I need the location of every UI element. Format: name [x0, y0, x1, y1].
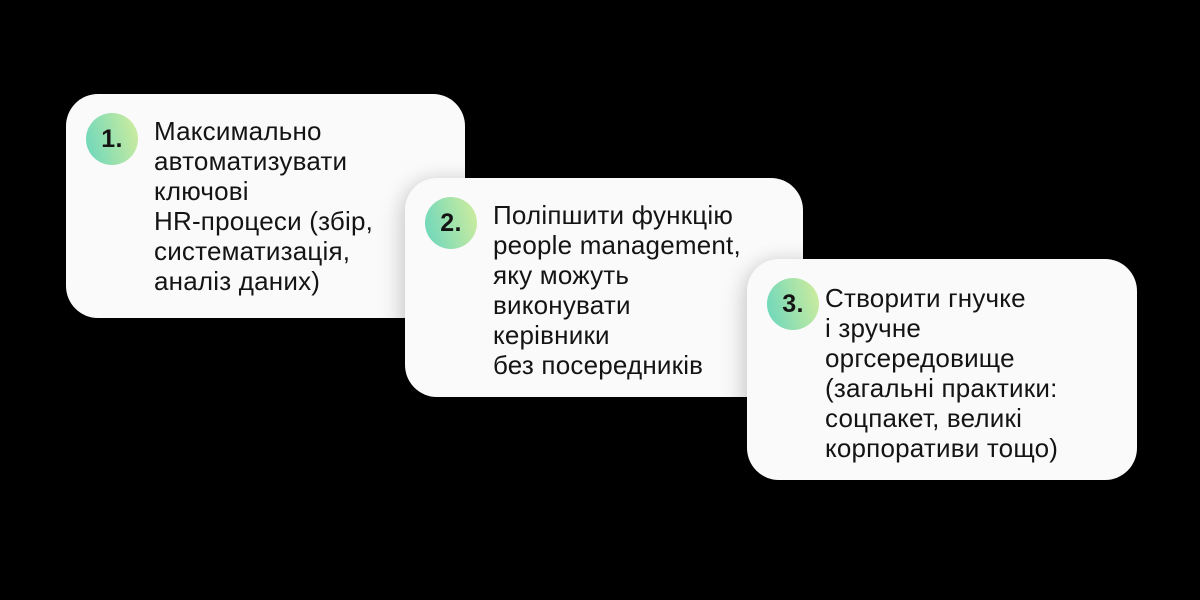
- card-3-line: Створити гнучке: [825, 283, 1026, 313]
- card-2-text: Поліпшити функцію people management, яку…: [493, 200, 789, 380]
- card-2-line: керівники: [493, 320, 610, 350]
- card-3-line: (загальні практики:: [825, 373, 1058, 403]
- card-3-text: Створити гнучке і зручне оргсередовище (…: [825, 283, 1123, 463]
- card-2-line: Поліпшити функцію: [493, 200, 734, 230]
- card-3-line: і зручне: [825, 313, 922, 343]
- card-3-line: корпоративи тощо): [825, 433, 1059, 463]
- card-1-line: систематизація,: [154, 236, 351, 266]
- card-1-line: автоматизувати: [154, 146, 348, 176]
- card-3: 3. Створити гнучке і зручне оргсередовищ…: [747, 259, 1137, 480]
- card-2-line: виконувати: [493, 290, 631, 320]
- card-2: 2. Поліпшити функцію people management, …: [405, 178, 803, 397]
- card-2-number-badge: 2.: [425, 197, 477, 249]
- card-2-line: яку можуть: [493, 260, 630, 290]
- card-1-line: HR-процеси (збір,: [154, 206, 374, 236]
- card-3-line: оргсередовище: [825, 343, 1015, 373]
- card-2-number: 2.: [440, 208, 462, 237]
- card-1-number: 1.: [101, 124, 123, 153]
- card-1: 1. Максимально автоматизувати ключові HR…: [66, 94, 465, 318]
- card-2-line: без посередників: [493, 350, 704, 380]
- card-1-line: Максимально: [154, 116, 322, 146]
- card-2-line: people management,: [493, 230, 741, 260]
- card-3-number: 3.: [782, 289, 804, 318]
- card-1-line: ключові: [154, 176, 249, 206]
- card-1-number-badge: 1.: [86, 113, 138, 165]
- card-3-line: соцпакет, великі: [825, 403, 1023, 433]
- card-3-number-badge: 3.: [767, 278, 819, 330]
- card-1-text: Максимально автоматизувати ключові HR-пр…: [154, 116, 451, 296]
- card-1-line: аналіз даних): [154, 266, 321, 296]
